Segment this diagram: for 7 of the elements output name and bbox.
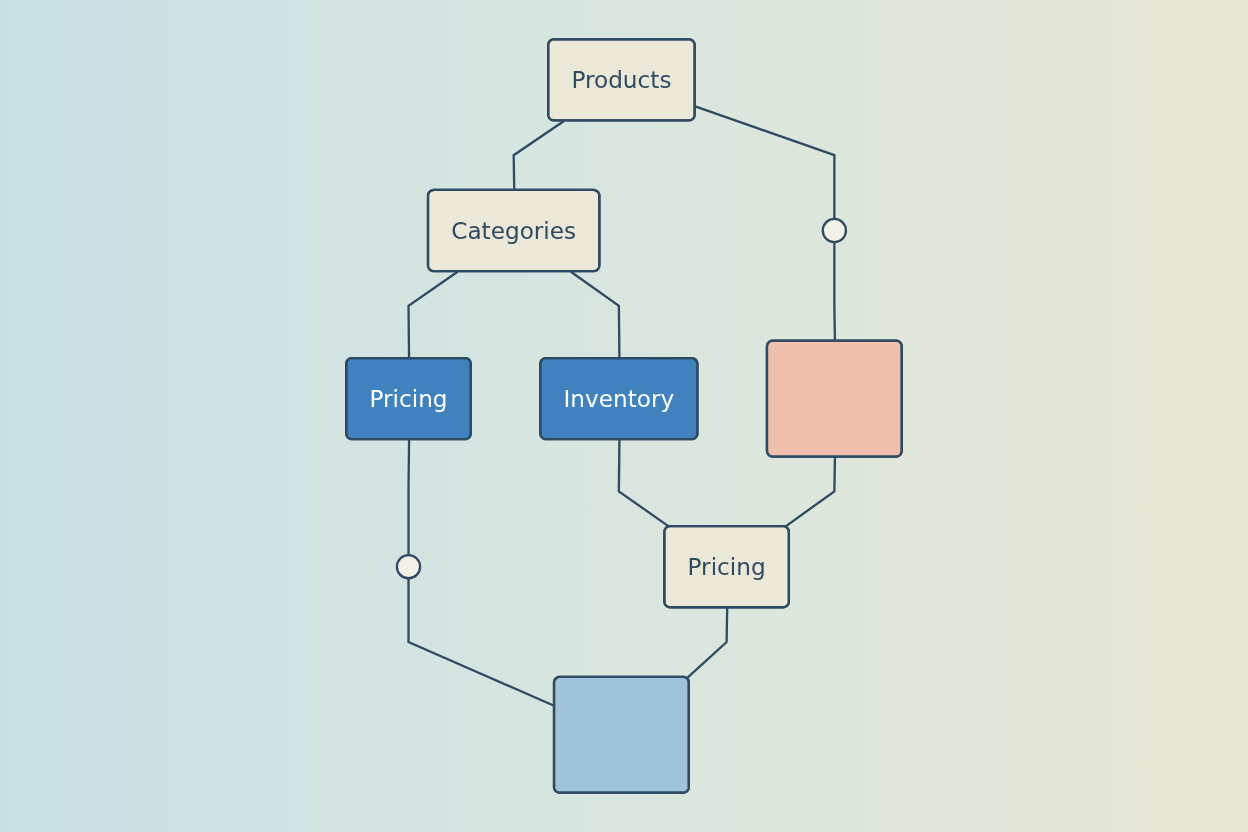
connector	[694, 105, 836, 219]
node-circle	[821, 217, 848, 244]
connector	[685, 607, 729, 680]
connector	[784, 457, 837, 528]
node-circle	[395, 553, 422, 580]
connector	[617, 439, 671, 528]
connector	[407, 439, 411, 556]
